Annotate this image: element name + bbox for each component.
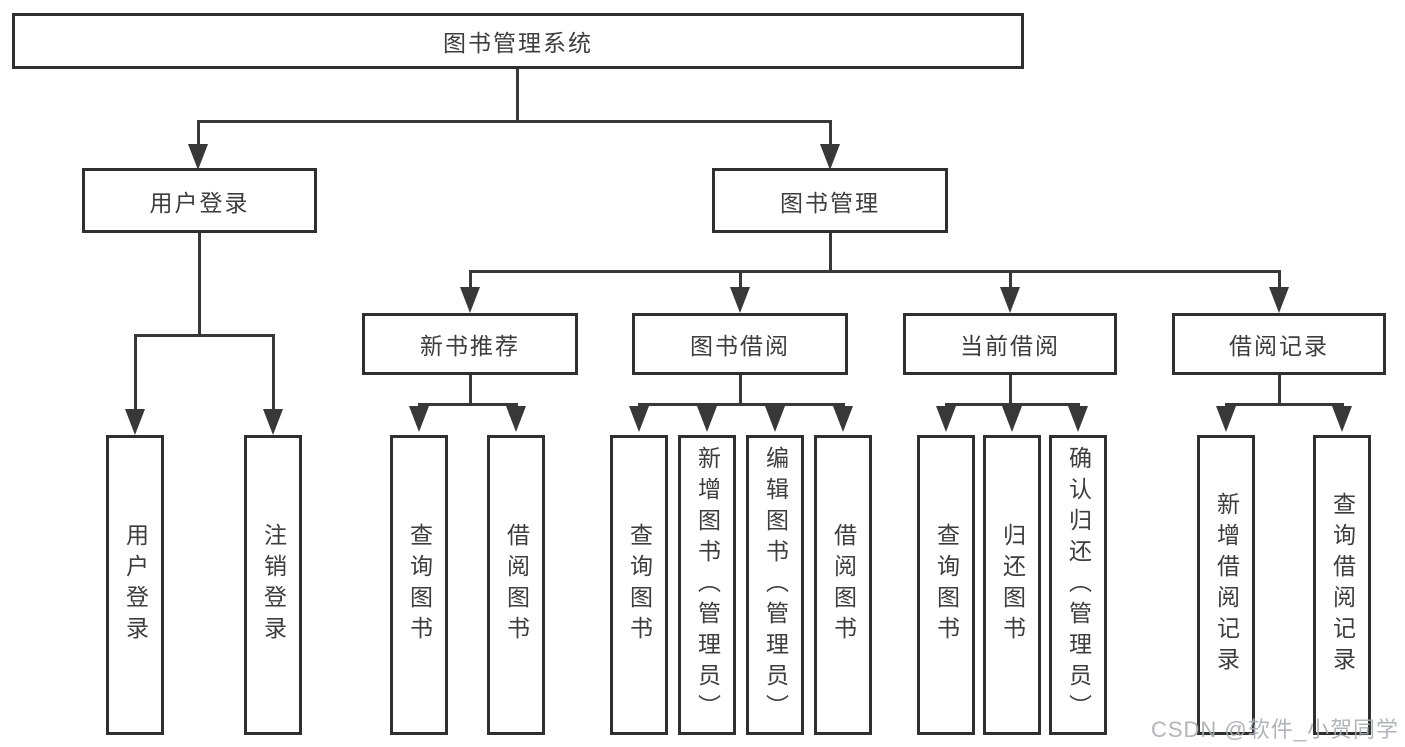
arrowhead-icon xyxy=(506,406,526,432)
node-user-login-branch: 用户登录 xyxy=(82,168,317,233)
arrowhead-icon xyxy=(460,287,480,313)
node-book-management-branch: 图书管理 xyxy=(712,168,948,233)
node-current-borrowing: 当前借阅 xyxy=(903,313,1117,375)
connector-userlogin-bar xyxy=(134,334,275,337)
leaf-add-books-admin: 新增图书（管理员） xyxy=(678,435,736,735)
connector-shaft xyxy=(469,270,472,290)
node-label: 当前借阅 xyxy=(960,333,1060,359)
node-label: 归还图书 xyxy=(999,523,1026,647)
connector-newbook-stem xyxy=(469,374,472,405)
leaf-query-books-borrow: 查询图书 xyxy=(610,435,668,735)
node-label: 借阅图书 xyxy=(503,523,530,647)
node-book-borrowing: 图书借阅 xyxy=(632,313,848,375)
node-label: 用户登录 xyxy=(149,189,250,216)
arrowhead-icon xyxy=(820,144,840,170)
connector-shaft xyxy=(134,334,137,412)
arrowhead-icon xyxy=(409,406,429,432)
connector-bookborrow-bar xyxy=(638,403,845,406)
connector-records-stem xyxy=(1278,374,1281,405)
connector-bookmgmt-bar xyxy=(469,270,1281,273)
arrowhead-icon xyxy=(1332,406,1352,432)
node-label: 用户登录 xyxy=(122,523,149,647)
node-label: 图书管理 xyxy=(780,189,880,216)
node-label: 图书管理系统 xyxy=(443,30,593,56)
leaf-logout: 注销登录 xyxy=(244,435,302,735)
node-label: 借阅记录 xyxy=(1229,333,1329,359)
arrowhead-icon xyxy=(1002,406,1022,432)
node-label: 编辑图书（管理员） xyxy=(762,445,789,725)
leaf-add-borrow-record: 新增借阅记录 xyxy=(1197,435,1255,735)
arrowhead-icon xyxy=(1269,287,1289,313)
connector-root-bar xyxy=(197,120,832,123)
arrowhead-icon xyxy=(629,406,649,432)
node-label: 新书推荐 xyxy=(420,333,520,359)
arrowhead-icon xyxy=(1000,287,1020,313)
connector-shaft xyxy=(739,270,742,290)
node-label: 查询图书 xyxy=(406,523,433,647)
arrowhead-icon xyxy=(936,406,956,432)
leaf-query-books-recommend: 查询图书 xyxy=(390,435,448,735)
node-label: 查询图书 xyxy=(933,523,960,647)
connector-shaft xyxy=(272,334,275,412)
arrowhead-icon xyxy=(765,406,785,432)
connector-currentborrow-stem xyxy=(1009,374,1012,405)
node-root-library-system: 图书管理系统 xyxy=(12,13,1024,69)
node-label: 图书借阅 xyxy=(690,333,790,359)
arrowhead-icon xyxy=(1068,406,1088,432)
node-label: 查询借阅记录 xyxy=(1329,492,1356,678)
connector-shaft xyxy=(829,120,832,148)
arrowhead-icon xyxy=(833,406,853,432)
node-label: 新增图书（管理员） xyxy=(694,445,721,725)
node-label: 确认归还（管理员） xyxy=(1065,445,1092,725)
arrowhead-icon xyxy=(263,409,283,435)
node-label: 注销登录 xyxy=(260,523,287,647)
leaf-confirm-return-admin: 确认归还（管理员） xyxy=(1049,435,1107,735)
node-new-book-recommend: 新书推荐 xyxy=(362,313,578,375)
leaf-edit-books-admin: 编辑图书（管理员） xyxy=(746,435,804,735)
node-label: 新增借阅记录 xyxy=(1213,492,1240,678)
arrowhead-icon xyxy=(697,406,717,432)
connector-currentborrow-bar xyxy=(945,403,1080,406)
arrowhead-icon xyxy=(125,409,145,435)
connector-shaft xyxy=(197,120,200,148)
node-borrowing-records: 借阅记录 xyxy=(1172,313,1386,375)
leaf-return-books: 归还图书 xyxy=(983,435,1041,735)
connector-shaft xyxy=(1278,270,1281,290)
csdn-watermark: CSDN @软件_小贺同学 xyxy=(1150,717,1399,742)
connector-shaft xyxy=(1009,270,1012,290)
connector-bookmgmt-stem xyxy=(829,232,832,272)
arrowhead-icon xyxy=(730,287,750,313)
leaf-query-borrow-record: 查询借阅记录 xyxy=(1313,435,1371,735)
arrowhead-icon xyxy=(188,144,208,170)
leaf-query-books-current: 查询图书 xyxy=(917,435,975,735)
arrowhead-icon xyxy=(1216,406,1236,432)
connector-bookborrow-stem xyxy=(739,374,742,405)
connector-root-stem xyxy=(516,69,519,122)
leaf-borrow-books: 借阅图书 xyxy=(814,435,872,735)
node-label: 借阅图书 xyxy=(830,523,857,647)
leaf-user-login: 用户登录 xyxy=(106,435,164,735)
connector-userlogin-stem xyxy=(198,232,201,336)
node-label: 查询图书 xyxy=(626,523,653,647)
leaf-borrow-books-recommend: 借阅图书 xyxy=(487,435,545,735)
connector-records-bar xyxy=(1225,403,1344,406)
connector-newbook-bar xyxy=(418,403,518,406)
